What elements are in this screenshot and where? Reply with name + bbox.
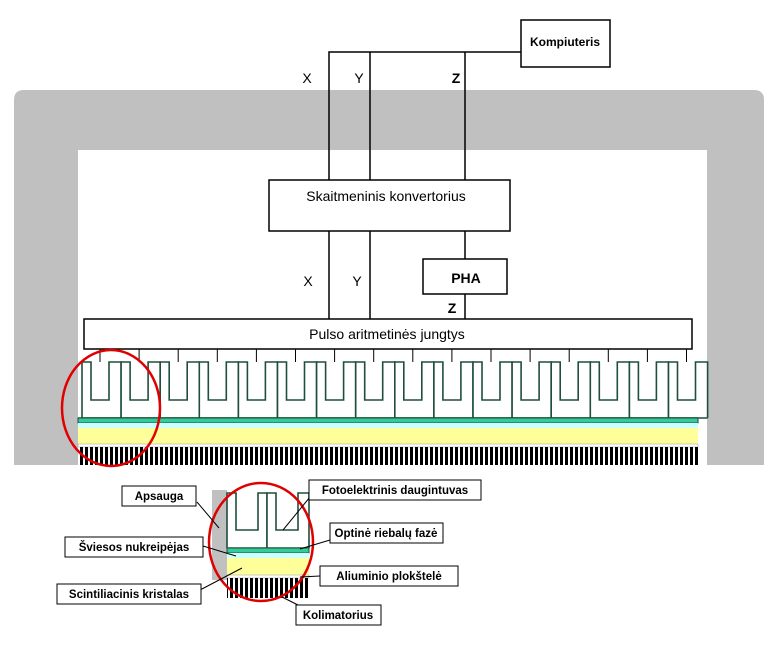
photomultiplier-tube bbox=[354, 361, 396, 419]
photomultiplier-tube bbox=[276, 361, 318, 419]
detail-photomultiplier-tube bbox=[226, 492, 268, 549]
shield-label: Apsauga bbox=[135, 491, 184, 503]
photomultiplier-tube bbox=[159, 361, 201, 419]
photomultiplier-label: Fotoelektrinis daugintuvas bbox=[322, 485, 468, 497]
detail-photomultiplier-tube bbox=[266, 492, 310, 549]
callout-photomultiplier: Fotoelektrinis daugintuvas bbox=[308, 479, 482, 501]
light-guide-layer bbox=[78, 423, 698, 428]
photomultiplier-tube bbox=[550, 361, 592, 419]
pha-box bbox=[422, 258, 508, 295]
optical-grease-label: Optinė riebalų fazė bbox=[335, 528, 438, 540]
aluminum-plate-layer bbox=[77, 443, 699, 448]
callout-shield: Apsauga bbox=[121, 485, 197, 507]
collimator bbox=[78, 447, 698, 465]
callout-aluminum-plate: Aliuminio plokštelė bbox=[319, 565, 459, 587]
photomultiplier-tube bbox=[589, 361, 631, 419]
optical-grease-layer bbox=[77, 417, 699, 424]
callout-light-guide: Šviesos nukreipėjas bbox=[64, 536, 204, 558]
detail-grease bbox=[226, 547, 310, 554]
axis-z-label: Z bbox=[448, 300, 457, 316]
detail-light-guide bbox=[227, 553, 309, 558]
top-wires bbox=[328, 51, 521, 180]
top-axis-y-label: Y bbox=[354, 70, 364, 86]
photomultiplier-tube bbox=[198, 361, 240, 419]
detector-housing bbox=[14, 90, 764, 465]
pha-label: PHA bbox=[451, 270, 481, 286]
detail-crystal bbox=[227, 558, 309, 575]
photomultiplier-tube bbox=[315, 361, 357, 419]
highlight-circle-main bbox=[60, 348, 162, 468]
pmt-connector-lines bbox=[99, 349, 687, 362]
crystal-label: Scintiliacinis kristalas bbox=[69, 589, 189, 601]
photomultiplier-tube bbox=[120, 361, 161, 419]
collimator-label: Kolimatorius bbox=[303, 610, 373, 622]
detail-aluminum bbox=[226, 574, 310, 579]
computer-box bbox=[520, 19, 611, 68]
converter-box bbox=[268, 179, 511, 232]
crystal-layer bbox=[78, 428, 698, 444]
callout-crystal: Scintiliacinis kristalas bbox=[56, 583, 202, 605]
computer-label: Kompiuteris bbox=[530, 35, 600, 49]
photomultiplier-tube bbox=[237, 361, 279, 419]
aluminum-plate-label: Aliuminio plokštelė bbox=[336, 571, 441, 583]
photomultiplier-tube bbox=[394, 361, 435, 419]
axis-y-label: Y bbox=[352, 273, 362, 289]
pulse-circuits-label: Pulso aritmetinės jungtys bbox=[309, 326, 465, 342]
top-axis-z-label: Z bbox=[452, 70, 461, 86]
detail-view bbox=[207, 481, 315, 603]
detail-photomultipliers bbox=[226, 492, 310, 549]
photomultiplier-tube bbox=[433, 361, 474, 419]
converter-label: Skaitmeninis konvertorius bbox=[306, 188, 466, 204]
pulse-circuits-box bbox=[83, 318, 693, 350]
photomultiplier-tube bbox=[628, 361, 670, 419]
axis-x-label: X bbox=[303, 273, 313, 289]
photomultiplier-array bbox=[78, 361, 709, 419]
top-axis-x-label: X bbox=[302, 70, 312, 86]
callout-optical-grease: Optinė riebalų fazė bbox=[329, 522, 444, 544]
middle-wires bbox=[328, 231, 466, 319]
light-guide-label: Šviesos nukreipėjas bbox=[79, 541, 190, 554]
callout-leaders bbox=[196, 496, 331, 606]
highlight-circle-detail bbox=[207, 481, 315, 603]
photomultiplier-tube bbox=[667, 361, 709, 419]
photomultiplier-tube bbox=[511, 361, 552, 419]
callout-collimator: Kolimatorius bbox=[295, 604, 382, 626]
photomultiplier-tube bbox=[472, 361, 513, 419]
photomultiplier-tube bbox=[81, 361, 122, 419]
